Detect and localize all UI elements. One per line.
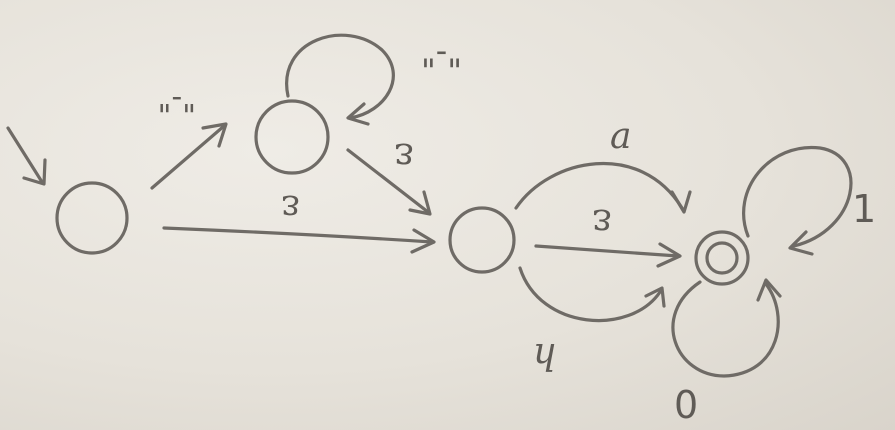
edge-q2-q3-a-label: a [610,116,631,157]
edge-q2-q3-eps [534,242,682,268]
edge-q0-q2-label: ε [281,187,300,228]
edge-q3-self-1-label: 1 [852,187,876,231]
edge-q0-q1 [150,122,228,190]
edge-q2-q3-h-label: h [533,335,556,376]
edge-q1-self [285,33,395,126]
start-arrow [6,126,47,186]
edge-q2-q3-a [514,162,692,214]
edge-q2-q3-h [518,266,666,323]
edge-q3-self-1 [742,145,853,256]
edge-q0-q2 [162,226,436,254]
edge-q0-q1-label: "-" [158,82,196,117]
edge-q2-q3-eps-label: ε [592,201,612,245]
state-q2 [448,206,516,274]
state-q1 [254,99,330,175]
edge-q3-self-0 [671,278,782,378]
edge-q3-self-0-label: 0 [674,383,698,427]
state-q0 [55,181,129,255]
edge-q1-q2-label: ε [394,135,414,179]
state-q3-accepting [694,230,750,286]
edge-q1-q2 [346,148,432,216]
edge-q1-self-label: "-" [421,36,462,74]
